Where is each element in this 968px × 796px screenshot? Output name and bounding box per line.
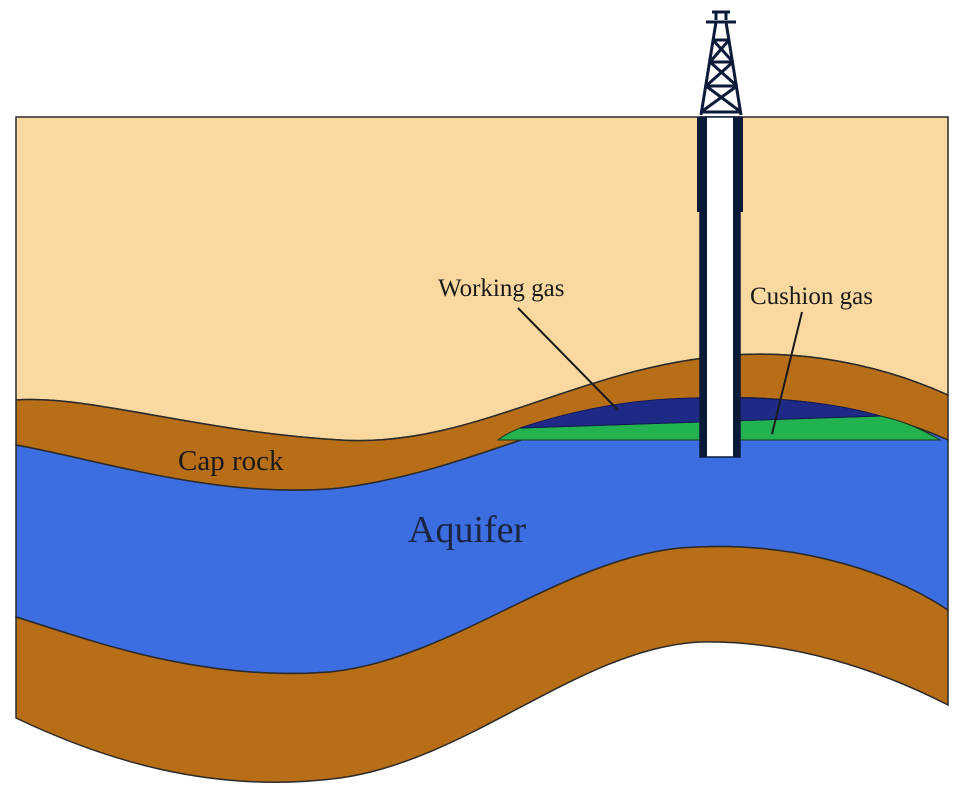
cushion-gas-leader — [771, 311, 803, 435]
drilling-rig-icon — [699, 10, 743, 116]
working-gas-leader — [517, 307, 619, 411]
lower-rock-layer — [15, 545, 949, 783]
aquifer-label: Aquifer — [408, 509, 527, 551]
well-borehole — [697, 116, 743, 458]
cushion-gas-label: Cushion gas — [750, 283, 873, 310]
working-gas-label: Working gas — [438, 275, 564, 302]
cap-rock-label: Cap rock — [178, 445, 284, 477]
